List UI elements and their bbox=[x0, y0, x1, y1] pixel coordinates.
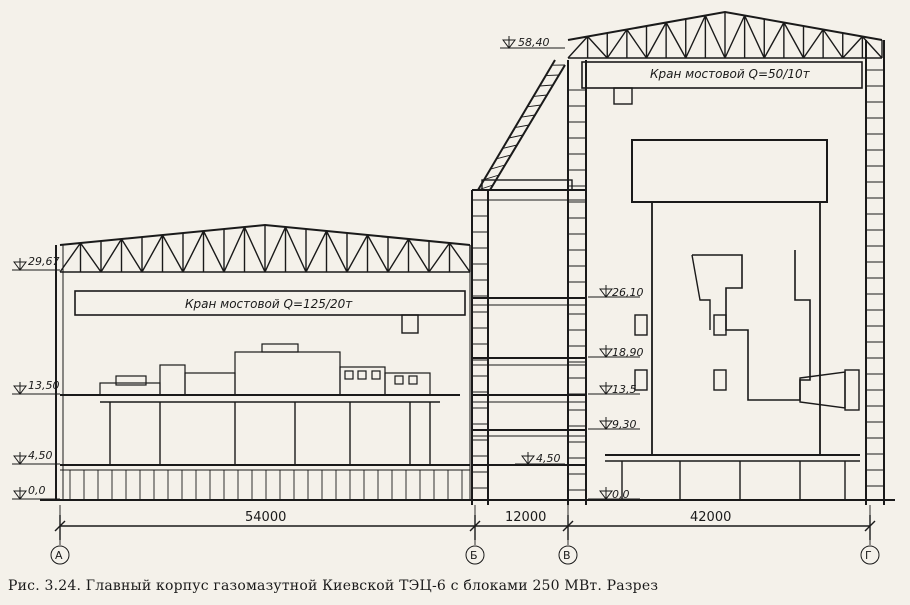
elevation-marker: 26,10 bbox=[588, 285, 644, 299]
axis-bubble: Г bbox=[860, 545, 880, 565]
elevation-marker: 29,67 bbox=[12, 255, 60, 271]
elevation-marker-top: 58,40 bbox=[500, 36, 565, 49]
axis-bubble: Б bbox=[465, 545, 485, 565]
left-hall-roof-truss bbox=[59, 223, 471, 273]
svg-text:18,90: 18,90 bbox=[612, 346, 644, 359]
svg-text:0,0: 0,0 bbox=[612, 488, 630, 501]
svg-text:Г: Г bbox=[865, 549, 872, 562]
svg-text:4,50: 4,50 bbox=[28, 449, 53, 462]
left-hall-columns bbox=[55, 245, 471, 500]
axis-bubble: В bbox=[558, 545, 578, 565]
svg-text:9,30: 9,30 bbox=[612, 418, 637, 431]
span-dimension: 12000 bbox=[505, 510, 546, 525]
boiler-platform bbox=[605, 454, 860, 500]
elevation-markers-left: 29,67 13,50 4,50 0,0 bbox=[12, 255, 60, 500]
svg-text:26,10: 26,10 bbox=[612, 286, 644, 299]
cross-section-drawing: Кран мостовой Q=125/20т Кран мостовой Q=… bbox=[12, 10, 895, 565]
svg-text:29,67: 29,67 bbox=[28, 255, 60, 268]
span-dimension: 42000 bbox=[690, 510, 731, 525]
elevation-marker: 13,50 bbox=[12, 379, 60, 395]
boiler-house-right-column bbox=[865, 40, 885, 505]
middle-bay-frame bbox=[471, 60, 587, 505]
elevation-marker: 0,0 bbox=[588, 487, 640, 501]
right-crane-girder bbox=[581, 61, 863, 105]
turbine-unit bbox=[99, 343, 431, 396]
boiler-house-roof-truss bbox=[567, 10, 883, 59]
elevation-marker: 0,0 bbox=[12, 484, 60, 500]
span-dimension: 54000 bbox=[245, 510, 286, 525]
boiler bbox=[631, 139, 860, 456]
elevation-marker: 9,30 bbox=[588, 417, 640, 431]
elevation-marker: 18,90 bbox=[588, 345, 644, 359]
axis-bubble: А bbox=[50, 545, 70, 565]
svg-text:В: В bbox=[563, 549, 571, 562]
right-crane-label: Кран мостовой Q=50/10т bbox=[650, 67, 811, 81]
dimension-line bbox=[54, 515, 876, 540]
inclined-gallery bbox=[477, 59, 566, 191]
elevation-markers-mid: 26,10 18,90 13,5 9,30 4,50 0,0 bbox=[515, 285, 644, 501]
operating-floor bbox=[60, 394, 460, 465]
svg-text:0,0: 0,0 bbox=[28, 484, 46, 497]
svg-text:58,40: 58,40 bbox=[518, 36, 550, 49]
svg-text:4,50: 4,50 bbox=[536, 452, 561, 465]
svg-text:13,5: 13,5 bbox=[612, 383, 637, 396]
svg-text:13,50: 13,50 bbox=[28, 379, 60, 392]
axis-lines bbox=[59, 505, 871, 545]
elevation-marker: 4,50 bbox=[515, 452, 565, 465]
elevation-marker: 13,5 bbox=[588, 382, 640, 396]
left-crane-label: Кран мостовой Q=125/20т bbox=[185, 297, 353, 311]
basement-level bbox=[60, 464, 470, 500]
svg-text:А: А bbox=[55, 549, 63, 562]
left-crane-girder bbox=[74, 290, 466, 334]
svg-text:Б: Б bbox=[470, 549, 478, 562]
figure-caption: Рис. 3.24. Главный корпус газомазутной К… bbox=[8, 578, 659, 594]
elevation-marker: 4,50 bbox=[12, 449, 60, 465]
